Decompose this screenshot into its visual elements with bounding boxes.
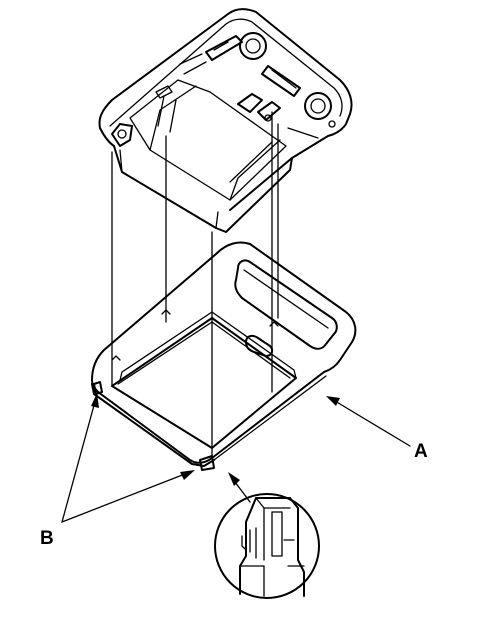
alignment-lines (111, 111, 279, 459)
callout-label-a: A (414, 441, 428, 462)
console-cover-panel-icon (91, 241, 357, 471)
callout-label-b: B (40, 528, 54, 549)
retaining-clip-detail-icon (214, 493, 320, 599)
overhead-console-housing-icon (98, 8, 353, 233)
callout-leaders (61, 393, 411, 523)
